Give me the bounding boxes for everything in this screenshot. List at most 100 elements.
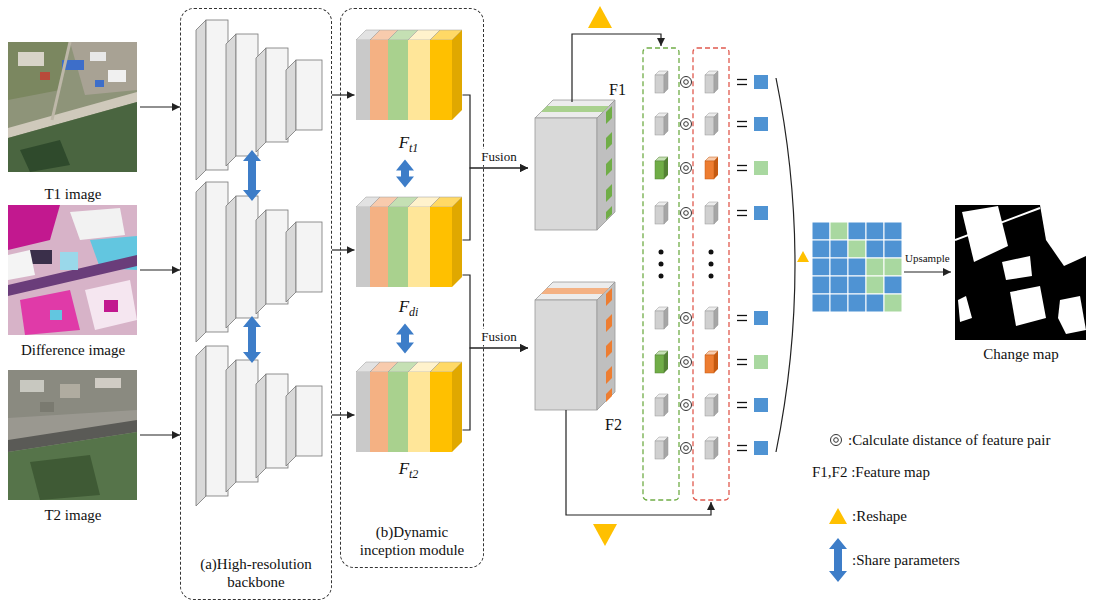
feature-map-cube-part [597, 100, 615, 230]
flow-arrow [140, 106, 180, 107]
equals-sign-part [737, 122, 747, 127]
feature-pair-columns-part [709, 250, 714, 255]
distance-matrix-part [884, 294, 902, 312]
feature-pair-columns-part [659, 274, 664, 279]
flow-arrow [463, 95, 529, 168]
feature-map-cube-part [606, 340, 612, 358]
feature-pair-columns-part [693, 48, 729, 500]
t2-satellite-image-part [40, 402, 54, 412]
image-panel: T2 image [6, 368, 140, 526]
feature-block-part [356, 30, 462, 120]
t1-satellite-image-part [52, 42, 70, 120]
difference-image-part [8, 250, 35, 280]
reshape-path [566, 6, 711, 546]
feature-pair-columns-part [643, 48, 679, 500]
legend-symbol-part [829, 538, 847, 582]
image-panel: Change map [953, 203, 1089, 365]
cnn-layer-stack-part [196, 20, 322, 180]
feature-pair-columns-part [655, 351, 668, 373]
t2-satellite-image-part [8, 432, 137, 500]
distance-symbol [681, 77, 692, 454]
feature-block [356, 30, 462, 452]
node-label: F2 [605, 415, 622, 434]
equals-sign-part [737, 446, 747, 451]
feature-pair-columns-part [705, 71, 718, 93]
distance-result-part [754, 206, 768, 220]
distance-matrix-part [848, 294, 866, 312]
distance-symbol-part [681, 443, 692, 454]
distance-result-part [754, 117, 768, 131]
feature-pair-columns-part [705, 351, 718, 373]
feature-pair-columns-part [705, 437, 718, 459]
distance-matrix-part [830, 222, 848, 240]
feature-map-cube-part [535, 300, 597, 410]
feature-block: Ft2 [355, 356, 463, 484]
share-parameter-arrow [396, 160, 414, 188]
difference-image-part [8, 205, 60, 250]
reshape-path-part [593, 524, 617, 546]
feature-pair-columns-part [705, 202, 718, 224]
flow-arrow [463, 348, 529, 430]
feature-block: Ft1 [355, 28, 463, 158]
upsample-arrow-part [904, 271, 951, 272]
change-map-image [955, 205, 1086, 340]
feature-block: Fdi [355, 190, 463, 322]
t2-satellite-image-part [8, 370, 137, 418]
distance-matrix-part [866, 222, 884, 240]
distance-result-part [754, 355, 768, 369]
feature-map-cube [535, 100, 615, 410]
difference-image-part [70, 208, 125, 240]
difference-image-part [85, 280, 137, 330]
distance-matrix-part [884, 222, 902, 240]
distance-matrix-part [884, 240, 902, 258]
node-label: F1 [609, 80, 626, 99]
feature-map-cube-part [606, 206, 612, 220]
t1-satellite-image [8, 42, 137, 172]
flow-arrow [332, 414, 355, 415]
distance-symbol-part [681, 208, 692, 219]
node-label: Difference image [21, 341, 125, 359]
flow-arrow [463, 168, 529, 240]
feature-pair-columns-part [655, 437, 668, 459]
share-parameter-arrow-part [243, 150, 261, 201]
change-map-image-part [958, 296, 972, 322]
legend-symbol [829, 435, 847, 583]
subscript: t1 [409, 141, 418, 155]
distance-matrix-part [884, 258, 902, 276]
feature-pair-columns [643, 48, 729, 500]
flow-arrow [140, 434, 180, 435]
feature-map-cube-part [606, 366, 612, 384]
distance-result-part [754, 75, 768, 89]
image-panel: T1 image [6, 40, 140, 205]
feature-pair-columns-part [705, 157, 718, 179]
difference-image-part [104, 300, 118, 312]
feature-block-part [356, 362, 462, 452]
change-map-image-part [955, 208, 1040, 240]
legend-text: F1,F2 :Feature map [812, 463, 930, 481]
difference-image-part [20, 290, 80, 335]
flow-arrow [332, 94, 355, 95]
distance-matrix-part [848, 240, 866, 258]
merge-brace-part [776, 78, 795, 452]
distance-matrix-part [848, 276, 866, 294]
equals-sign [737, 80, 747, 451]
edge-label: Fusion [479, 149, 518, 165]
flow-arrow [140, 269, 180, 270]
feature-pair-columns-part [655, 394, 668, 416]
share-parameter-arrow-part [243, 316, 261, 363]
distance-matrix-part [830, 240, 848, 258]
t2-satellite-image-part [30, 455, 100, 500]
node-label: T2 image [44, 506, 101, 524]
reshape-path-part [572, 34, 661, 102]
module-group: (a)High-resolution backbone [180, 8, 332, 600]
feature-pair-columns-part [659, 262, 664, 267]
t2-satellite-image [8, 370, 137, 500]
feature-pair-columns-part [705, 307, 718, 329]
distance-matrix-part [830, 258, 848, 276]
t2-satellite-image-part [8, 370, 137, 500]
equals-sign-part [737, 403, 747, 408]
feature-map-cube-part [606, 288, 612, 306]
distance-matrix-part [812, 222, 830, 240]
